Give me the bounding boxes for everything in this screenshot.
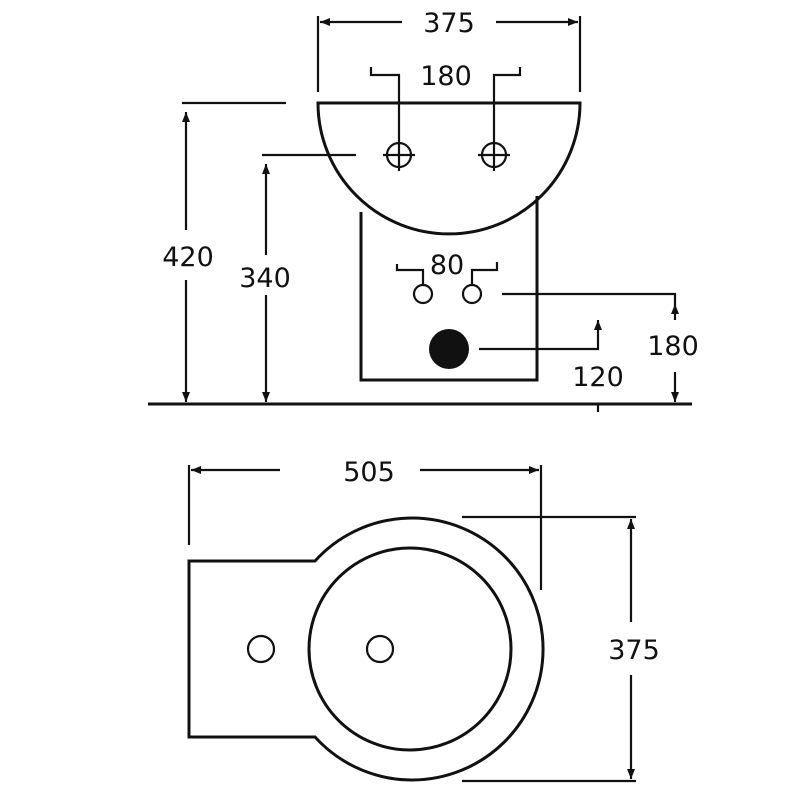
inlet-hole-right (461, 283, 483, 305)
dim-label-inlet-spacing: 80 (430, 250, 464, 281)
dim-label-overall-width: 375 (423, 8, 475, 39)
dim-overall-length: 505 (187, 457, 543, 590)
tap-hole-right (478, 139, 510, 171)
dim-label-outlet-height: 120 (572, 362, 624, 393)
pedestal-outline (359, 196, 539, 382)
dim-tap-spacing: 180 (369, 61, 522, 139)
front-bowl-outline (316, 101, 582, 236)
plan-outline (187, 516, 545, 782)
outlet-hole (429, 329, 469, 369)
plan-view: 505 375 (187, 457, 660, 783)
dim-label-overall-length: 505 (343, 457, 395, 488)
dim-bowl-width: 375 (462, 515, 660, 783)
tap-hole-left (383, 139, 415, 171)
front-view: 375 180 420 340 80 (148, 8, 699, 412)
inlet-hole-left (412, 283, 434, 305)
dim-tap-height: 340 (239, 153, 356, 402)
dim-label-bowl-width: 375 (608, 635, 660, 666)
dim-label-tap-height: 340 (239, 263, 291, 294)
dim-label-tap-spacing: 180 (420, 61, 472, 92)
dim-inlet-height: 180 (502, 292, 699, 402)
dim-overall-width: 375 (316, 8, 582, 92)
dim-label-inlet-height: 180 (647, 331, 699, 362)
dim-label-total-height: 420 (162, 242, 214, 273)
dim-inlet-spacing: 80 (395, 250, 499, 285)
plan-drain-hole (365, 634, 395, 664)
plan-tap-hole (246, 634, 276, 664)
dim-outlet-height: 120 (479, 320, 624, 393)
plan-inner-bowl (307, 546, 513, 752)
dim-total-height: 420 (162, 101, 286, 402)
